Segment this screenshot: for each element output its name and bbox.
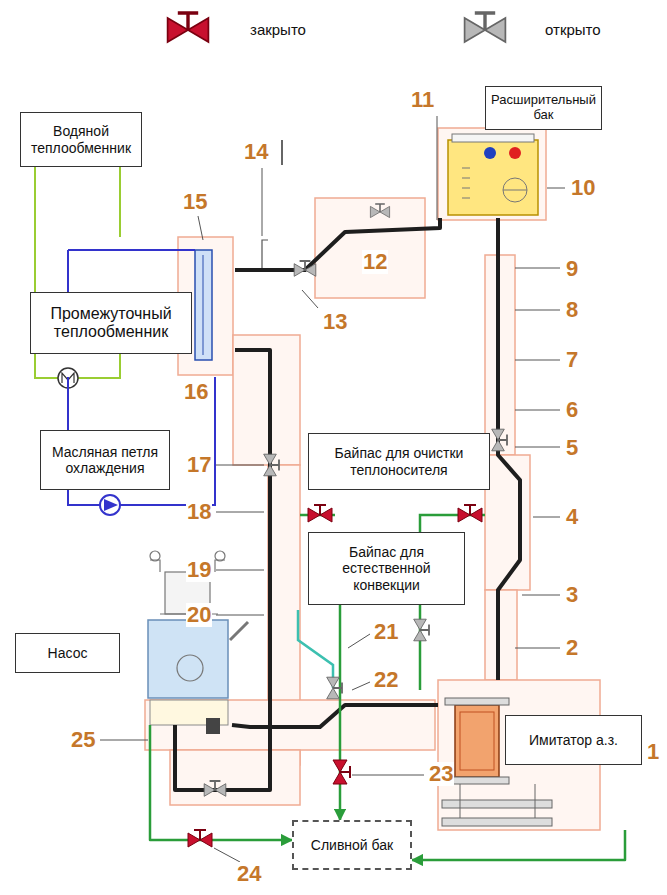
closed-valve-symbol (168, 13, 209, 42)
node-face: Сливной бак (292, 820, 412, 870)
callout-number: 13 (322, 310, 348, 334)
open-valve-symbol (492, 429, 507, 451)
leader-line (515, 648, 560, 649)
leader-line (352, 775, 424, 776)
node-face: Имитатор а.з. (505, 715, 642, 765)
callout-number: 23 (428, 762, 454, 786)
callout-number: 14 (243, 140, 269, 164)
leader-line (100, 740, 148, 741)
closed-valve-symbol (333, 760, 350, 784)
node-text: Водяной теплообменник (26, 123, 136, 155)
leader-line (348, 634, 370, 648)
callout-number: 16 (183, 380, 209, 404)
open-valve-symbol (327, 677, 342, 699)
node-face: Расширительный бак (485, 86, 602, 130)
callout-number: 6 (565, 398, 579, 422)
leader-line (547, 188, 565, 189)
pipe-connector (119, 167, 121, 237)
drain-tank-box: Сливной бак (292, 820, 412, 870)
core-simulator-box: Имитатор а.з. (438, 680, 642, 830)
open-valve-symbol (370, 204, 389, 218)
node-text: Промежуточный теплообменник (36, 305, 186, 342)
callout-number: 15 (182, 190, 208, 214)
leader-line (216, 615, 264, 616)
callout-number: 2 (565, 636, 579, 660)
node-text: Насос (48, 645, 88, 661)
leader-line (262, 168, 263, 236)
open-valve-symbol (204, 781, 226, 796)
leader-line (515, 410, 560, 411)
callout-number: 9 (565, 257, 579, 281)
closed-valve-symbol (188, 830, 212, 847)
node-face: Байпас для очистки теплоносителя (308, 433, 490, 490)
leader-line (515, 447, 560, 448)
callout-number: 19 (186, 558, 212, 582)
callout-number: 5 (565, 436, 579, 460)
callout-number: 22 (373, 668, 399, 692)
callout-number: 4 (565, 505, 579, 529)
leader-line (302, 290, 318, 308)
callout-number: 18 (186, 500, 212, 524)
callout-number: 17 (186, 453, 212, 477)
leader-line (216, 570, 264, 571)
node-face: Водяной теплообменник (20, 112, 142, 167)
node-face: Байпас для естественной конвекции (308, 532, 465, 605)
callout-number: 8 (565, 298, 579, 322)
leader-line (515, 360, 560, 361)
node-text: Имитатор а.з. (529, 732, 618, 748)
callout-number: 25 (70, 728, 96, 752)
callout-number: 20 (186, 603, 212, 627)
node-text: Масляная петля охлаждения (46, 444, 164, 476)
leader-line (515, 310, 560, 311)
callout-number: 7 (565, 348, 579, 372)
pipe-connector (412, 830, 625, 860)
leader-line (216, 465, 264, 466)
node-face: Насос (15, 633, 120, 673)
legend-text: открыто (545, 21, 601, 38)
leader-line (214, 848, 240, 862)
callout-number: 11 (410, 88, 435, 112)
leader-line (522, 595, 560, 596)
node-text: Байпас для очистки теплоносителя (314, 445, 484, 477)
open-valve-symbol (264, 454, 279, 476)
callout-number: 10 (570, 176, 596, 200)
node-face: Промежуточный теплообменник (30, 292, 192, 354)
callout-number: 1 (646, 740, 660, 764)
node-text: Расширительный бак (491, 93, 596, 123)
heat-exchanger-box: Промежуточный теплообменник (30, 237, 235, 377)
leader-line (352, 682, 370, 690)
bypass-box: Байпас для очистки теплоносителя (308, 433, 490, 490)
callout-number: 12 (362, 250, 388, 274)
open-valve-symbol (465, 13, 506, 42)
leader-line (533, 517, 560, 518)
leader-line (437, 116, 438, 220)
pipe-connector (67, 377, 69, 430)
node-text: Сливной бак (311, 837, 393, 853)
leader-line (198, 216, 203, 240)
callout-number: 24 (236, 862, 262, 886)
heat-exchanger-box: Водяной теплообменник (20, 112, 142, 167)
leader-line (216, 512, 264, 513)
node-face: Масляная петля охлаждения (40, 430, 170, 490)
leader-line (515, 268, 560, 269)
pipe-connector (232, 705, 438, 727)
closed-valve-symbol (458, 505, 482, 522)
legend-text: закрыто (250, 21, 306, 38)
closed-valve-symbol (308, 505, 332, 522)
bypass-box: Байпас для естественной конвекции (308, 532, 465, 605)
pipe-connector (175, 350, 270, 790)
pipe-connector (235, 218, 440, 270)
pipe-connector (150, 725, 292, 840)
node-text: Байпас для естественной конвекции (314, 544, 459, 592)
pipe-connector (339, 605, 342, 820)
callout-number: 21 (373, 620, 399, 644)
open-valve-symbol (294, 261, 316, 276)
cooling-loop-box: Масляная петля охлаждения (40, 430, 170, 490)
open-valve-symbol (414, 619, 429, 641)
callout-number: 3 (565, 583, 579, 607)
